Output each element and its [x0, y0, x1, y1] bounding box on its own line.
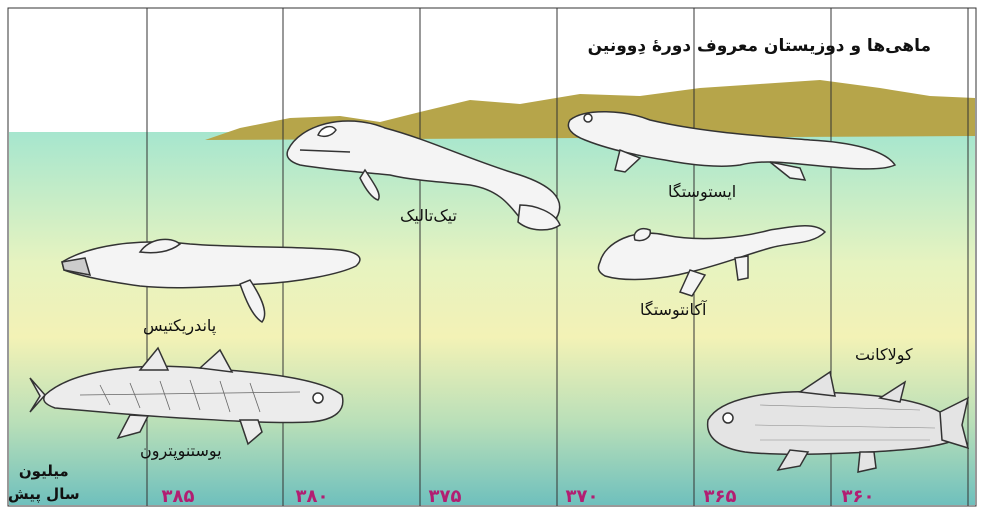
tick-360: ۳۶۰	[842, 486, 875, 507]
time-axis-unit: میلیون سال پیش	[8, 460, 80, 506]
diagram-title: ماهی‌ها و دوزیستان معروف دورهٔ دِوونین	[588, 36, 931, 56]
label-tiktaalik: تیک‌تالیک	[400, 206, 457, 225]
time-unit-line1: میلیون	[8, 460, 80, 483]
tick-385: ۳۸۵	[162, 486, 195, 507]
time-unit-line2: سال پیش	[8, 483, 80, 506]
label-eusthenopteron: یوستنوپترون	[140, 441, 222, 460]
label-ichthyostega: ایستوستگا	[668, 182, 736, 201]
tick-365: ۳۶۵	[704, 486, 737, 507]
tick-380: ۳۸۰	[296, 486, 329, 507]
label-panderichthys: پاندریکتیس	[143, 316, 216, 335]
label-acanthostega: آکانتوستگا	[640, 300, 706, 319]
label-coelacanth: کولاکانت	[855, 345, 913, 364]
tick-375: ۳۷۵	[429, 486, 462, 507]
tick-370: ۳۷۰	[566, 486, 599, 507]
